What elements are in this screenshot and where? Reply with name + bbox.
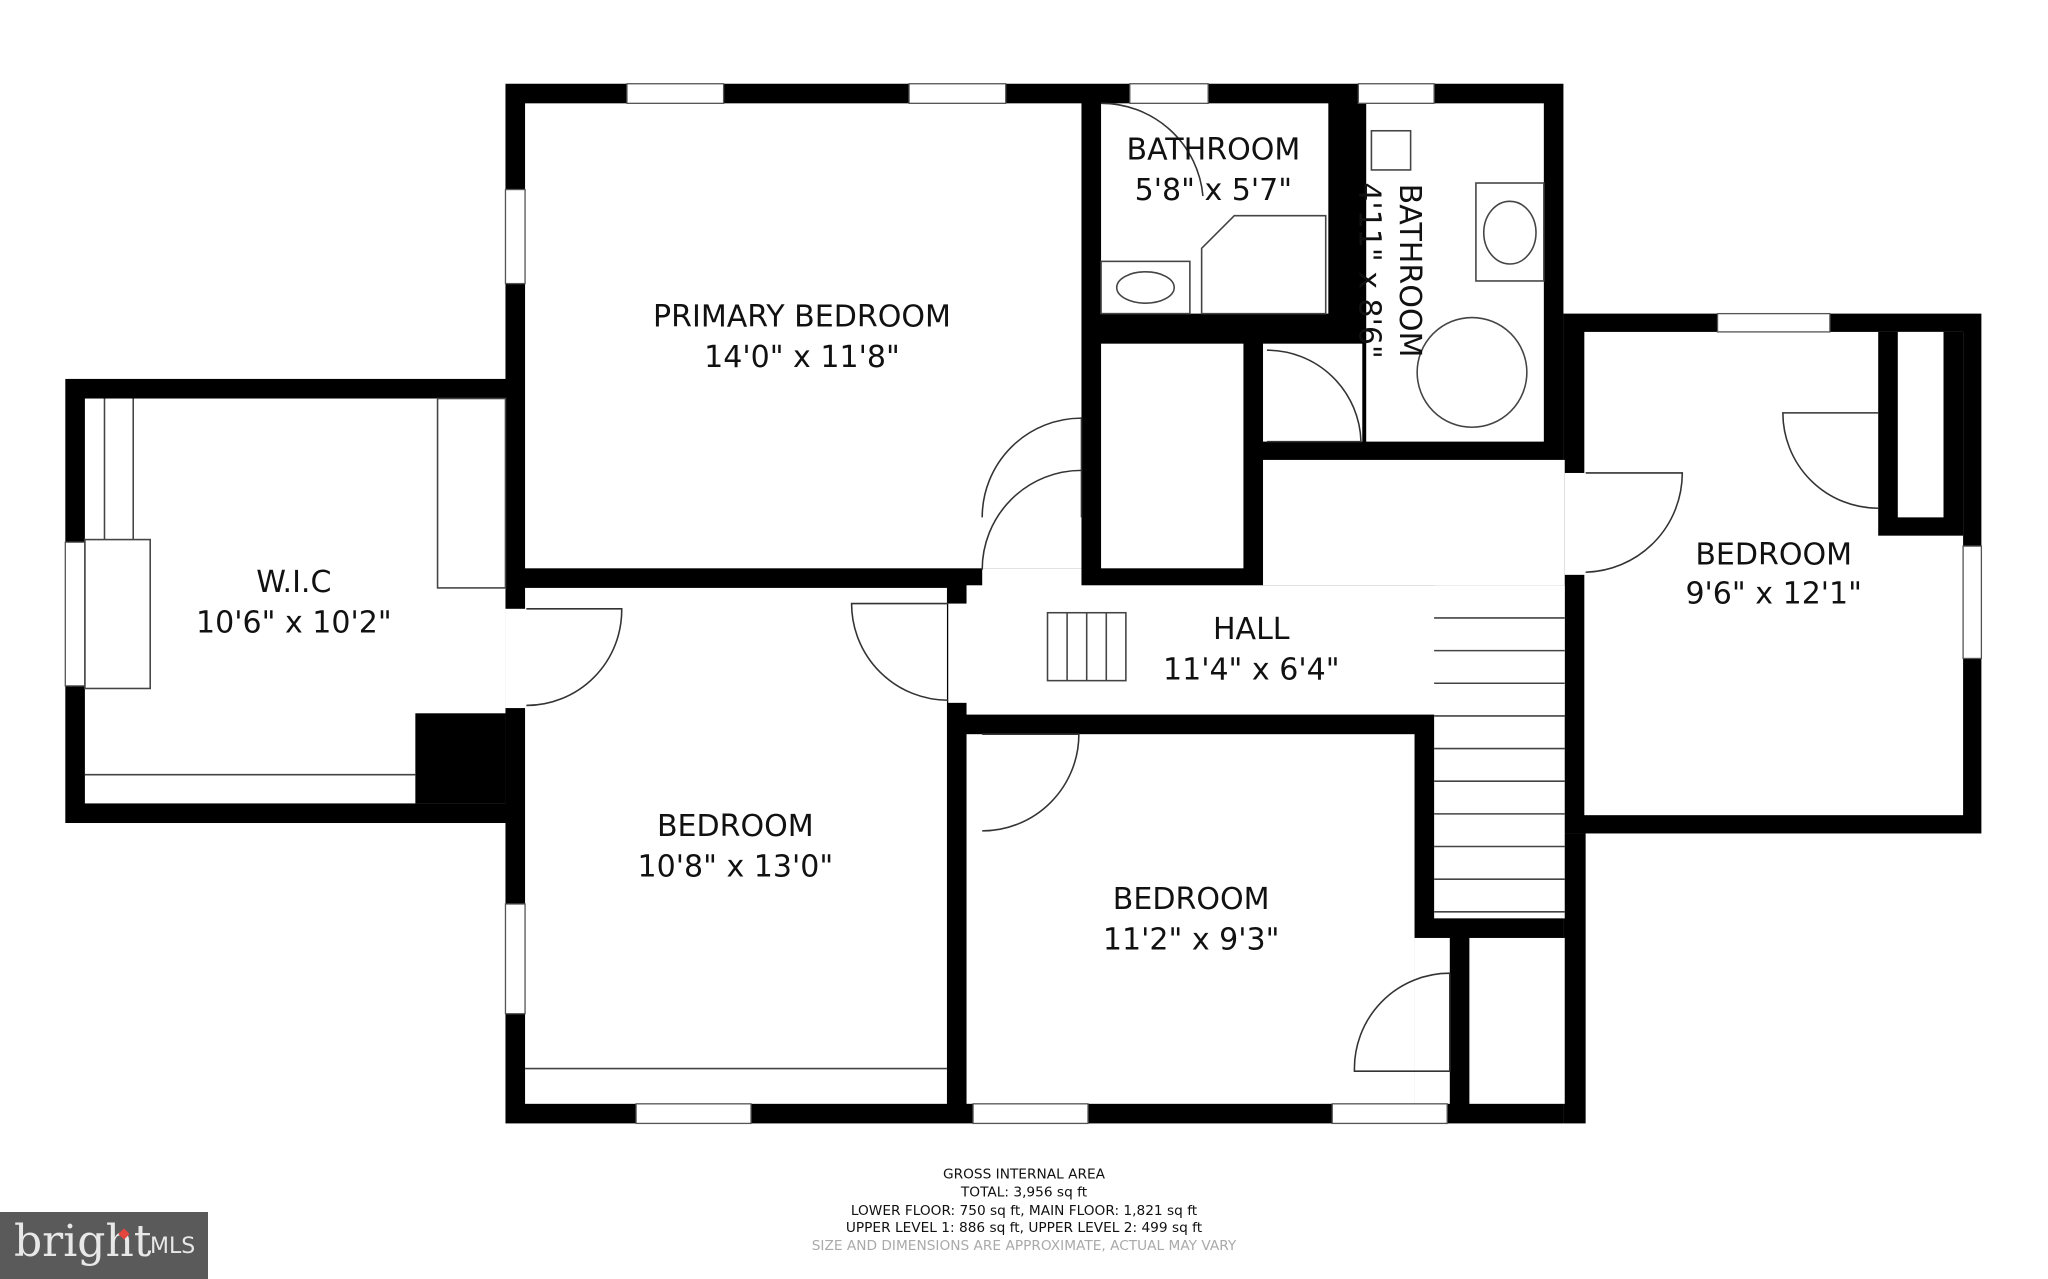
- primary-bedroom-floor: [525, 103, 1082, 569]
- bathroom-2-name: BATHROOM: [1392, 184, 1427, 358]
- logo-suffix: MLS: [150, 1234, 196, 1259]
- bathroom-1-dims: 5'8" x 5'7": [1135, 173, 1292, 208]
- middle-bedroom-name: BEDROOM: [1113, 882, 1270, 917]
- windows: [64, 83, 1983, 1125]
- bright-mls-logo: bright MLS: [0, 1212, 208, 1279]
- room-labels: PRIMARY BEDROOM 14'0" x 11'8" BATHROOM 5…: [196, 133, 1862, 958]
- right-bedroom-dims: 9'6" x 12'1": [1685, 577, 1862, 612]
- wic-chimney-block: [415, 713, 506, 804]
- stairs-treads: [1434, 617, 1565, 913]
- bathroom-2-floor: [1366, 103, 1544, 442]
- footer-line1: LOWER FLOOR: 750 sq ft, MAIN FLOOR: 1,82…: [851, 1203, 1198, 1219]
- primary-bedroom-dims: 14'0" x 11'8": [704, 340, 900, 375]
- bathroom-2-dims: 4'11" x 8'6": [1352, 182, 1387, 359]
- left-bedroom-dims: 10'8" x 13'0": [638, 850, 834, 885]
- footer-line2: UPPER LEVEL 1: 886 sq ft, UPPER LEVEL 2:…: [846, 1220, 1203, 1236]
- fixtures: [84, 129, 1565, 1070]
- hall-name: HALL: [1213, 612, 1290, 647]
- hall-floor: [1263, 459, 1565, 586]
- room-floors: [84, 103, 1964, 1104]
- stairs-floor: [1434, 585, 1565, 919]
- middle-bedroom-floor: [966, 734, 1415, 1104]
- logo-brand: bright: [14, 1216, 152, 1267]
- small-closet-floor: [1469, 937, 1565, 1104]
- primary-bedroom-name: PRIMARY BEDROOM: [653, 300, 951, 335]
- hall-dims: 11'4" x 6'4": [1163, 652, 1340, 687]
- closet-floor: [1101, 343, 1244, 569]
- footer-total: TOTAL: 3,956 sq ft: [960, 1185, 1088, 1201]
- middle-bedroom-dims: 11'2" x 9'3": [1103, 923, 1280, 958]
- wic-name: W.I.C: [256, 565, 331, 600]
- footer-area-summary: GROSS INTERNAL AREA TOTAL: 3,956 sq ft L…: [812, 1166, 1237, 1254]
- doors: [526, 102, 1879, 1072]
- wic-dims: 10'6" x 10'2": [196, 605, 392, 640]
- footer-title: GROSS INTERNAL AREA: [943, 1166, 1106, 1182]
- bathroom-1-name: BATHROOM: [1126, 133, 1300, 168]
- left-bedroom-name: BEDROOM: [657, 809, 814, 844]
- closet-floor: [1263, 343, 1363, 442]
- bathroom-1-floor: [1101, 103, 1329, 314]
- left-bedroom-floor: [525, 587, 947, 1104]
- footer-disclaimer: SIZE AND DIMENSIONS ARE APPROXIMATE, ACT…: [812, 1238, 1237, 1254]
- right-bedroom-name: BEDROOM: [1695, 537, 1852, 572]
